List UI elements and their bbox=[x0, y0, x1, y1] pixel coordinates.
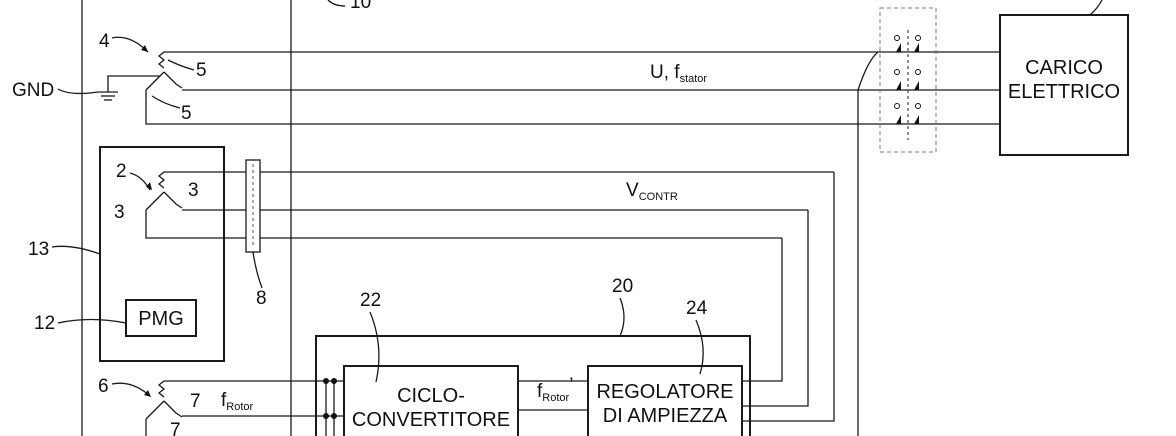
carico-elettrico-block bbox=[999, 14, 1129, 156]
leader-5a bbox=[167, 59, 195, 71]
pmg-coil-b bbox=[145, 191, 165, 211]
leader-carico bbox=[1089, 0, 1103, 16]
regolatore-block bbox=[587, 365, 743, 436]
leader-2-arrow bbox=[146, 182, 152, 190]
leader-4-arrow bbox=[141, 45, 148, 52]
gnd-wire bbox=[107, 75, 160, 92]
controller-housing bbox=[315, 335, 751, 436]
leader-6-arrow bbox=[144, 390, 151, 397]
ref-2: 2 bbox=[116, 161, 127, 182]
ref-6: 6 bbox=[98, 376, 109, 397]
ref-5a: 5 bbox=[196, 60, 207, 81]
signal-frotor-prime: fRotor’ bbox=[537, 375, 573, 404]
ref-7b: 7 bbox=[170, 420, 181, 436]
regolatore-line2: DI AMPIEZZA bbox=[603, 405, 728, 427]
cicloconvertitore-block bbox=[343, 365, 519, 436]
pmg-block bbox=[125, 299, 197, 337]
leader-6 bbox=[111, 382, 151, 397]
ref-12: 12 bbox=[34, 313, 55, 334]
rotor-junction-2 bbox=[331, 378, 337, 384]
leader-13 bbox=[51, 245, 101, 255]
carico-line2: ELETTRICO bbox=[1008, 81, 1120, 103]
leader-8 bbox=[252, 251, 263, 289]
ctrl-wire-1 bbox=[742, 172, 835, 422]
ref-4: 4 bbox=[99, 31, 110, 52]
pmg-phase-3 bbox=[145, 210, 782, 239]
stator-coil-a bbox=[157, 51, 166, 69]
ref-3a: 3 bbox=[188, 180, 199, 201]
carico-line1: CARICO bbox=[1025, 57, 1103, 79]
stator-coil-c bbox=[163, 71, 183, 89]
ref-3b: 3 bbox=[114, 202, 125, 223]
leader-12 bbox=[57, 318, 127, 324]
leader-24 bbox=[695, 319, 704, 375]
tap-curve bbox=[857, 51, 879, 91]
rotor-coil-b bbox=[145, 400, 165, 420]
ref-13: 13 bbox=[28, 239, 49, 260]
ctrl-wire-2 bbox=[742, 210, 809, 407]
ref-7a: 7 bbox=[190, 391, 201, 412]
rotor-coil-a bbox=[157, 380, 166, 398]
leader-20 bbox=[619, 297, 625, 337]
leader-22 bbox=[369, 311, 380, 383]
gnd-label: GND bbox=[12, 80, 54, 101]
stator-coil-b bbox=[145, 71, 165, 91]
ref-20: 20 bbox=[612, 276, 633, 297]
rotor-junction-1 bbox=[323, 378, 329, 384]
leader-10 bbox=[327, 0, 346, 7]
ctrl-wire-3 bbox=[742, 238, 783, 382]
rotor-junction-3 bbox=[323, 413, 329, 419]
leader-5b bbox=[151, 95, 181, 109]
rotor-junction-4 bbox=[331, 413, 337, 419]
stator-phase-3 bbox=[145, 90, 1000, 125]
signal-vcontr: VCONTR bbox=[626, 180, 678, 203]
ciclo-line1: CICLO- bbox=[397, 385, 465, 407]
ref-10: 10 bbox=[350, 0, 371, 13]
rotor-coil-c bbox=[163, 400, 183, 418]
breaker-box bbox=[879, 7, 937, 153]
regolatore-line1: REGOLATORE bbox=[596, 381, 733, 403]
breaker-contacts bbox=[894, 35, 921, 124]
ref-8: 8 bbox=[256, 288, 267, 309]
leader-gnd bbox=[57, 88, 99, 95]
signal-u-fstator: U, fstator bbox=[650, 62, 707, 85]
pmg-coil-c bbox=[163, 191, 183, 209]
ref-24: 24 bbox=[686, 298, 708, 319]
ref-5b: 5 bbox=[181, 103, 192, 124]
pmg-label: PMG bbox=[138, 308, 184, 330]
ciclo-line2: CONVERTITORE bbox=[352, 409, 510, 431]
signal-frotor: fRotor bbox=[221, 390, 254, 413]
pmg-coil-a bbox=[157, 171, 166, 189]
ref-22: 22 bbox=[360, 290, 381, 311]
